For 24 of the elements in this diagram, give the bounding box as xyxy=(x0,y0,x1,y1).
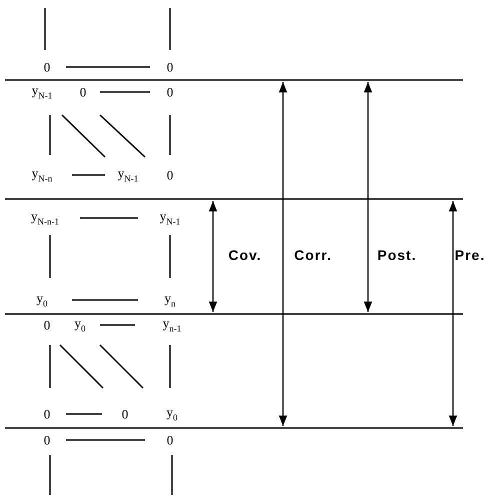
matrix-entry: 0 xyxy=(166,168,174,182)
matrix-entry: y$_{N-1}$ xyxy=(32,84,52,100)
matrix-entry: y$_{0}$ xyxy=(166,406,178,422)
matrix-entry: y$_{n}$ xyxy=(164,292,176,308)
matrix-entry: 0 xyxy=(166,60,174,74)
matrix-entry: y$_{N-1}$ xyxy=(160,210,180,226)
matrix-entry: 0 xyxy=(44,60,50,74)
matrix-entry: y$_{N-n-1}$ xyxy=(31,210,59,226)
matrix-entry: 0 xyxy=(80,86,86,98)
matrix-entry: 0 xyxy=(166,86,174,98)
matrix-entry: y$_{0}$ xyxy=(74,316,86,334)
matrix-entry: 0 xyxy=(166,434,174,446)
window-label: Cov. xyxy=(228,248,262,262)
window-label: Post. xyxy=(377,248,417,262)
matrix-entry: y$_{N-n}$ xyxy=(32,166,52,184)
matrix-entry: y$_{n-1}$ xyxy=(162,316,182,334)
matrix-entry: y$_{N-1}$ xyxy=(118,166,138,184)
matrix-entry: y$_{0}$ xyxy=(36,292,48,308)
matrix-entry: 0 xyxy=(44,408,50,420)
window-label: Pre. xyxy=(454,248,486,262)
window-label: Corr. xyxy=(294,248,332,262)
matrix-entry: 0 xyxy=(122,408,128,420)
matrix-entry: 0 xyxy=(44,434,50,446)
matrix-entry: 0 xyxy=(44,318,50,332)
